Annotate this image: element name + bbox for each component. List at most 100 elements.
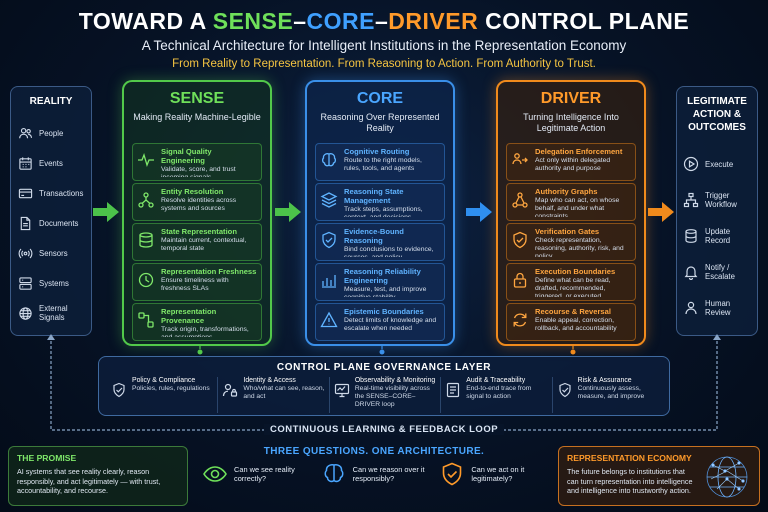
eye-icon [203,466,227,482]
shield-check-icon [113,382,125,398]
bell-icon [683,264,699,280]
gov-item-desc: Who/what can see, reason, and act [243,385,325,400]
question-text: Can we act on it legitimately? [471,464,525,484]
question-reason: Can we reason over it responsibly? [315,461,434,487]
workflow-icon [683,192,699,208]
brain-icon [321,153,337,167]
card-desc: Check representation, reasoning, authori… [535,237,624,257]
question-see: Can we see reality correctly? [196,461,315,487]
bar-chart-icon [322,275,336,288]
card-title: Entity Resolution [161,187,224,196]
title-driver: DRIVER [388,8,479,34]
user-lock-icon [223,383,238,397]
reality-item-external-signals: External Signals [11,298,91,328]
card-desc: Ensure timeliness with freshness SLAs [161,277,229,292]
shield-check-icon [443,462,462,486]
card-desc: Enable appeal, correction, rollback, and… [535,317,617,332]
reality-item-label: Documents [39,218,79,228]
card-title: Delegation Enforcement [535,147,623,156]
governance-title: CONTROL PLANE GOVERNANCE LAYER [276,362,492,373]
outcomes-title: LEGITIMATE ACTION & OUTCOMES [677,95,757,134]
title-sense: SENSE [212,8,294,34]
reality-title: REALITY [29,96,73,107]
card-title: Execution Boundaries [535,267,616,276]
reality-item-label: Systems [39,278,69,288]
globe-icon [17,305,33,321]
refresh-icon [513,313,527,327]
person-icon [683,300,699,316]
shield-check-icon [322,231,336,249]
warning-icon [320,311,338,328]
sense-subtitle: Making Reality Machine-Legible [133,112,261,122]
gov-item-title: Risk & Assurance [577,377,632,384]
lock-icon [513,272,527,288]
card-desc: Map who can act, on whose behalf, and un… [535,197,620,217]
server-icon [17,275,33,291]
card-desc: Track origin, transformations, and assum… [161,326,249,337]
gov-item-desc: Real-time visibility across the SENSE–CO… [354,385,430,408]
promise-box: THE PROMISE AI systems that see reality … [8,446,188,506]
checklist-icon [447,382,460,398]
promise-title: THE PROMISE [17,453,77,463]
page-title: TOWARD A SENSE–CORE–DRIVER CONTROL PLANE [0,8,768,35]
card-desc: Resolve identities across systems and so… [161,197,237,212]
brain-icon [324,464,344,483]
card-desc: Bind conclusions to evidence, sources, a… [344,246,434,257]
outcomes-column: LEGITIMATE ACTION & OUTCOMES Execute Tri… [676,86,758,336]
driver-subtitle: Turning Intelligence Into Legitimate Act… [523,112,619,133]
arrow-sense-to-core [275,202,301,222]
card-title: Reasoning State Management [344,187,404,205]
title-prefix: TOWARD A [78,8,213,34]
card-title: Evidence-Bound Reasoning [344,227,404,245]
core-panel: CORE Reasoning Over Represented Reality … [305,80,455,346]
outcome-item-label: Trigger Workflow [705,191,737,209]
reality-item-label: Sensors [39,248,68,258]
layers-icon [320,192,338,208]
network-icon [138,192,154,208]
database-icon [683,228,699,244]
title-core: CORE [306,8,375,34]
feedback-loop-text: CONTINUOUS LEARNING & FEEDBACK LOOP [263,424,505,435]
document-icon [17,215,33,231]
promise-text: AI systems that see reality clearly, rea… [17,467,161,495]
reality-item-people: People [11,118,91,148]
card-desc: Track steps, assumptions, context, and d… [344,206,423,217]
gov-item-title: Policy & Compliance [132,377,196,384]
shield-check-icon [559,382,571,398]
driver-title: DRIVER [540,90,602,107]
economy-text: The future belongs to institutions that … [567,467,693,495]
economy-title: REPRESENTATION ECONOMY [567,453,692,463]
outcome-item-trigger-workflow: Trigger Workflow [677,182,757,218]
reality-item-transactions: Transactions [11,178,91,208]
outcome-item-human-review: Human Review [677,290,757,326]
gov-item-title: Observability & Monitoring [354,377,436,384]
core-title: CORE [356,90,404,107]
reality-item-label: Events [39,158,63,168]
card-title: Recourse & Reversal [535,307,611,316]
reality-item-label: People [39,128,64,138]
governance-layer: CONTROL PLANE GOVERNANCE LAYER Policy & … [98,356,670,416]
reality-item-label: External Signals [39,304,68,322]
card-title: Signal Quality Engineering [161,147,212,165]
driver-panel: DRIVER Turning Intelligence Into Legitim… [496,80,646,346]
arrow-core-to-driver [466,202,492,222]
card-desc: Route to the right models, rules, tools,… [344,157,422,172]
title-suffix: CONTROL PLANE [478,8,690,34]
sensor-icon [17,245,33,261]
play-icon [683,156,699,172]
reality-item-events: Events [11,148,91,178]
gov-item-desc: End-to-end trace from signal to action [466,385,532,400]
